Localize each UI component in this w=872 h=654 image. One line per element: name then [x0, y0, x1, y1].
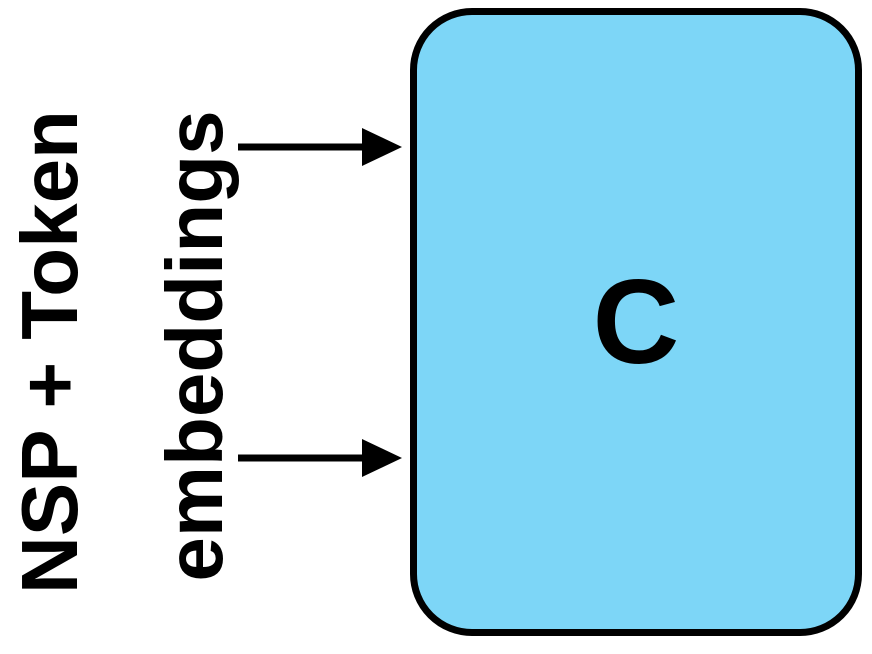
block-c-label: C: [592, 255, 680, 389]
block-c: C: [410, 8, 862, 636]
arrow-top-head: [362, 128, 402, 166]
arrow-bottom: [238, 439, 402, 477]
arrow-top: [238, 128, 402, 166]
arrow-bottom-head: [362, 439, 402, 477]
